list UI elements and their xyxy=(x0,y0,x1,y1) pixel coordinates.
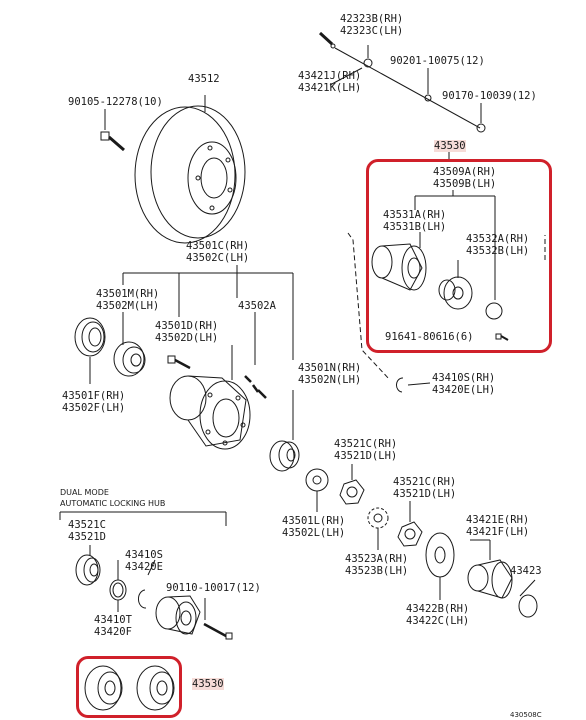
auto-locking-hub-icon xyxy=(155,595,201,635)
flange-bolt-icon xyxy=(203,598,233,640)
label-90170: 90170-10039(12) xyxy=(442,90,537,102)
locking-hub-body-icon xyxy=(371,232,427,291)
label-43530-top: 43530 xyxy=(434,140,466,152)
label-43501c: 43501C(RH) 43502C(LH) xyxy=(186,240,250,264)
stud-pin-icon xyxy=(244,375,252,383)
label-43502a: 43502A xyxy=(238,300,276,312)
drive-flange-icon xyxy=(467,539,513,599)
snap-ring-icon xyxy=(485,302,503,320)
cone-washer-icon xyxy=(363,58,373,68)
label-43523: 43523A(RH) 43523B(LH) xyxy=(345,553,409,577)
label-90105: 90105-12278(10) xyxy=(68,96,163,108)
label-43512: 43512 xyxy=(188,73,220,85)
lock-washer-icon xyxy=(305,468,329,512)
label-43501m: 43501M(RH) 43502M(LH) xyxy=(96,288,160,312)
label-43422: 43422B(RH) 43422C(LH) xyxy=(406,603,470,627)
star-washer-icon xyxy=(367,507,389,550)
label-43532: 43532A(RH) 43532B(LH) xyxy=(466,233,530,257)
label-43531: 43531A(RH) 43531B(LH) xyxy=(383,209,447,233)
hub-cap-icon xyxy=(518,579,538,618)
label-43521c-upper: 43521C(RH) 43521D(LH) xyxy=(334,438,398,462)
label-43501f: 43501F(RH) 43502F(LH) xyxy=(62,390,126,414)
oil-seal-icon xyxy=(74,317,106,384)
brake-disc-rotor-icon xyxy=(134,95,246,244)
label-43521c-lower: 43521C(RH) 43521D(LH) xyxy=(393,476,457,500)
lock-nut-icon xyxy=(339,464,365,505)
snap-ring-small-icon xyxy=(138,559,156,609)
hex-bolt-icon xyxy=(100,109,125,152)
stud-pin-icon xyxy=(257,389,267,399)
label-42323: 42323B(RH) 42323C(LH) xyxy=(340,13,404,37)
label-91641: 91641-80616(6) xyxy=(385,331,474,343)
label-43509: 43509A(RH) 43509B(LH) xyxy=(433,166,497,190)
label-43421jk: 43421J(RH) 43421K(LH) xyxy=(298,70,362,94)
clutch-hub-icon xyxy=(438,260,473,310)
small-bolt-icon xyxy=(495,333,509,341)
axle-hub-icon xyxy=(169,375,251,450)
highlight-frame-43530-kit xyxy=(76,656,182,718)
outer-bearing-icon xyxy=(269,440,300,472)
hub-bearing-icon xyxy=(75,545,101,586)
c-ring-icon xyxy=(109,560,127,612)
label-43410t: 43410T 43420F xyxy=(94,614,132,638)
locking-hub-kit-icon xyxy=(84,665,175,711)
figure-code: 430508C xyxy=(510,711,542,719)
bearing-icon xyxy=(113,341,146,377)
stud-bolt-icon xyxy=(318,31,336,49)
label-43501l: 43501L(RH) 43502L(LH) xyxy=(282,515,346,539)
label-43530-bottom: 43530 xyxy=(192,678,224,690)
label-90201: 90201-10075(12) xyxy=(390,55,485,67)
label-43423: 43423 xyxy=(510,565,542,577)
hub-bolt-icon xyxy=(167,355,191,370)
highlight-frame-43530-assembly xyxy=(366,159,552,353)
flange-icon xyxy=(425,532,455,600)
adjusting-nut-icon xyxy=(397,501,423,547)
label-43501n: 43501N(RH) 43502N(LH) xyxy=(298,362,362,386)
retaining-ring-icon xyxy=(396,377,431,393)
label-43501d: 43501D(RH) 43502D(LH) xyxy=(155,320,219,344)
note-line-2: AUTOMATIC LOCKING HUB xyxy=(60,499,166,508)
nut-icon xyxy=(476,123,486,133)
label-43410s-right: 43410S(RH) 43420E(LH) xyxy=(432,372,496,396)
label-90110: 90110-10017(12) xyxy=(166,582,261,594)
note-line-1: DUAL MODE xyxy=(60,488,109,497)
label-43421ef: 43421E(RH) 43421F(LH) xyxy=(466,514,530,538)
label-43521c-left: 43521C 43521D xyxy=(68,519,106,543)
label-43410s-left: 43410S 43420E xyxy=(125,549,163,573)
